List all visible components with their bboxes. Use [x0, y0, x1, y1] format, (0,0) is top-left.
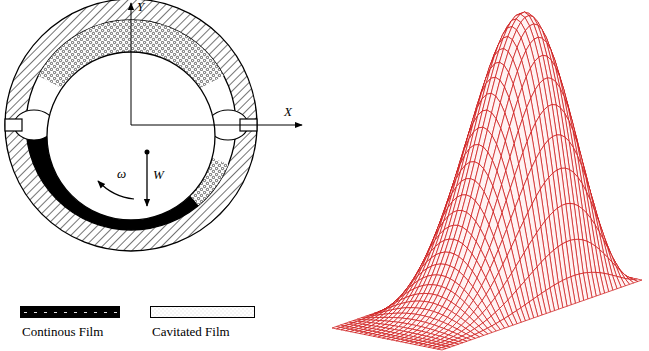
axis-label: X: [284, 105, 292, 120]
load-arrow: [146, 152, 147, 206]
legend-swatch: [150, 306, 255, 318]
rotation-arrow: [98, 181, 134, 199]
y-axis: [131, 3, 132, 125]
legend-text: Cavitated Film: [152, 324, 230, 340]
x-axis: [131, 125, 302, 126]
oil-film: [0, 0, 261, 265]
axis-label: Y: [137, 0, 144, 15]
speed-symbol: ω: [117, 167, 126, 182]
surface-mesh: [437, 348, 446, 350]
legend-text: Continous Film: [22, 324, 103, 340]
legend-swatch: [20, 306, 120, 318]
oil-hole: [5, 119, 22, 131]
load-symbol: W: [153, 168, 164, 183]
cavitated-film: [7, 0, 254, 125]
load-point: [145, 150, 150, 155]
